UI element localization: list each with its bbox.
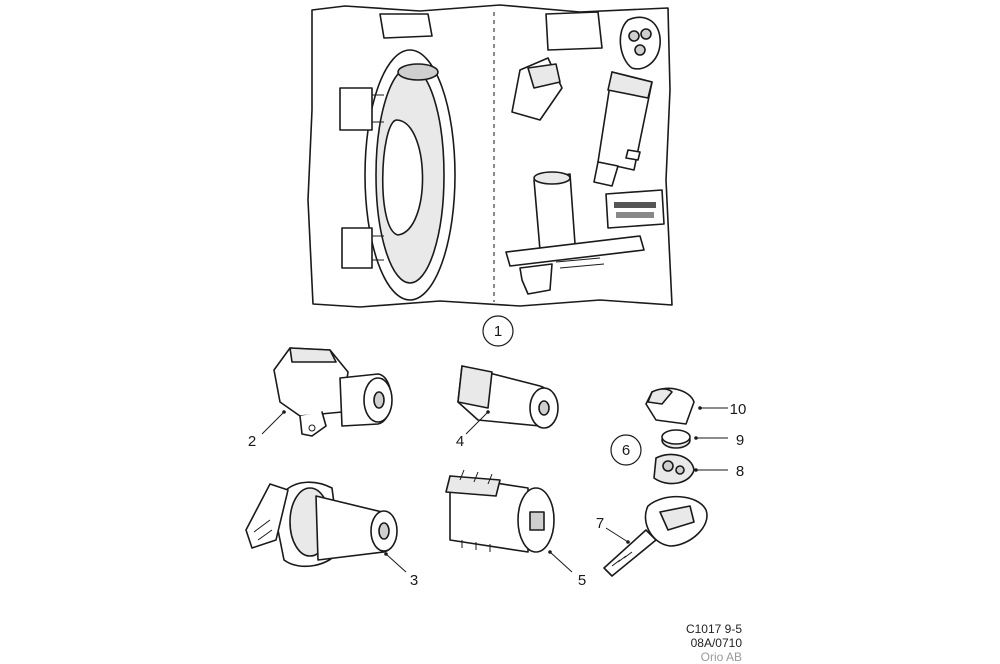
callout-9: 9: [736, 432, 744, 449]
callout-8: 8: [736, 463, 744, 480]
bag-bracket-part: [505, 171, 645, 295]
publisher-name: Orio AB: [700, 650, 742, 664]
callout-5: 5: [578, 572, 586, 589]
callout-number-5: 5: [578, 572, 586, 589]
part-8-fob-circuit: [653, 453, 695, 485]
callout-circle-6: [610, 434, 642, 466]
part-2-door-lock-cylinder: [273, 347, 393, 437]
bag-ignition-barrel: [593, 71, 653, 187]
callout-number-8: 8: [736, 463, 744, 480]
drawing-date: 08A/0710: [690, 636, 742, 650]
part-5-trunk-lock-cylinder: [445, 469, 555, 553]
bag-code-tag: [605, 189, 665, 229]
callout-2: 2: [248, 433, 256, 450]
callout-1: 1: [482, 315, 514, 347]
part-3-lock-cylinder-with-plate: [245, 481, 398, 568]
callout-number-6: 6: [622, 442, 630, 459]
drawing-code: C1017 9-5: [685, 622, 742, 636]
callout-10: 10: [730, 401, 747, 418]
bag-small-cylinder: [511, 57, 563, 121]
leader-lines: [261, 406, 728, 573]
callout-number-2: 2: [248, 433, 256, 450]
callout-circle-1: [482, 315, 514, 347]
part-7-key: [603, 495, 708, 577]
part-4-lock-cylinder: [457, 365, 559, 429]
callout-number-3: 3: [410, 572, 418, 589]
callout-7: 7: [596, 515, 604, 532]
door-handle-part: [339, 49, 456, 301]
callout-4: 4: [456, 433, 464, 450]
bag-key-fob: [619, 16, 661, 70]
callout-number-9: 9: [736, 432, 744, 449]
callout-number-4: 4: [456, 433, 464, 450]
callout-6: 6: [610, 434, 642, 466]
callout-number-7: 7: [596, 515, 604, 532]
callout-number-1: 1: [494, 323, 502, 340]
callout-3: 3: [410, 572, 418, 589]
part-9-battery: [661, 429, 691, 449]
part-10-fob-cover: [645, 387, 695, 425]
callout-number-10: 10: [730, 401, 747, 418]
